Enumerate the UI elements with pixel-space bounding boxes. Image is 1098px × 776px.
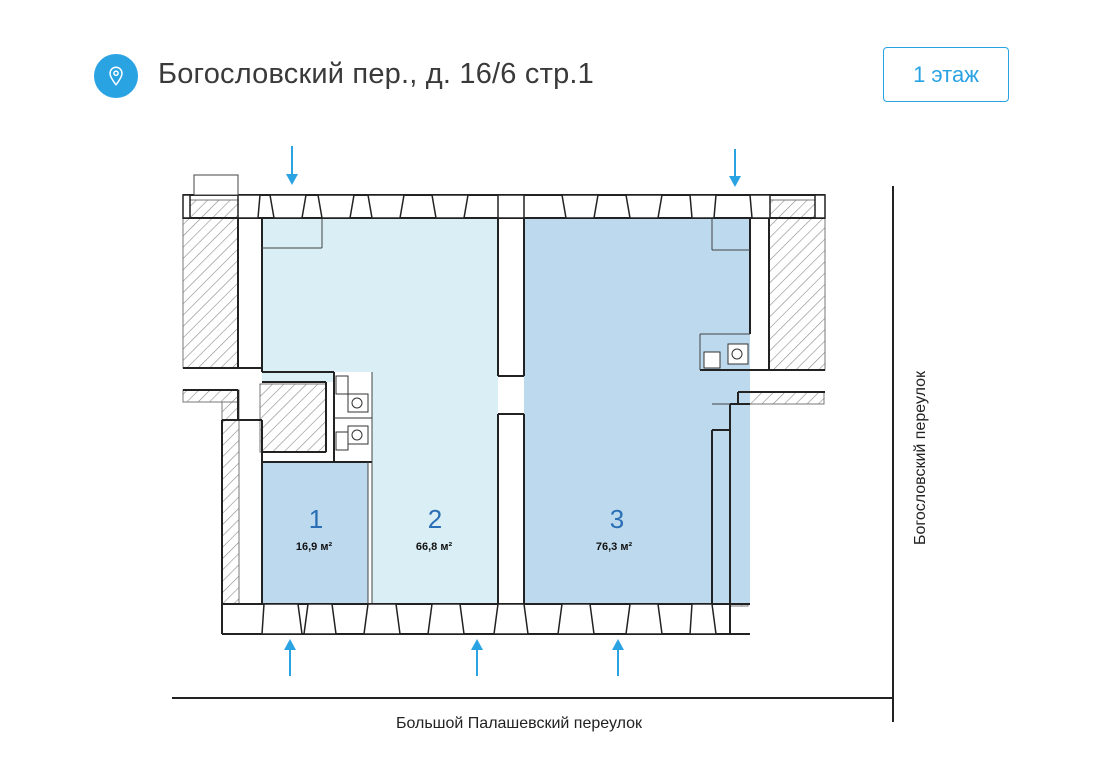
- room-1-number: 1: [309, 504, 323, 534]
- room-1[interactable]: [262, 462, 368, 604]
- room-2[interactable]: [262, 218, 498, 604]
- window-piers-bottom: [261, 603, 717, 635]
- entrance-arrows: [284, 146, 741, 676]
- room-3-area: 76,3 м²: [596, 541, 633, 553]
- room-1-area: 16,9 м²: [296, 541, 333, 553]
- street-label-right: Богословский переулок: [912, 370, 929, 545]
- toilet-fixtures: [334, 343, 749, 451]
- partitions: [262, 218, 750, 604]
- window-piers-top: [182, 194, 826, 219]
- address-title: Богословский пер., д. 16/6 стр.1: [158, 58, 594, 90]
- entrance-arrow-up-icon: [284, 639, 296, 650]
- chimney-box: [193, 174, 239, 196]
- street-label-bottom: Большой Палашевский переулок: [396, 715, 643, 732]
- entrance-arrow-down-icon: [286, 174, 298, 185]
- page-header: Богословский пер., д. 16/6 стр.1 1 этаж: [0, 0, 1098, 130]
- room-3[interactable]: [524, 218, 750, 604]
- room-2-number: 2: [428, 504, 442, 534]
- entrance-arrow-down-icon: [729, 176, 741, 187]
- entrance-arrow-up-icon: [471, 639, 483, 650]
- entrance-arrow-up-icon: [612, 639, 624, 650]
- room-2-area: 66,8 м²: [416, 541, 453, 553]
- floor-selector-button[interactable]: 1 этаж: [883, 47, 1009, 102]
- location-pin-icon: [94, 54, 138, 98]
- room-3-number: 3: [610, 504, 624, 534]
